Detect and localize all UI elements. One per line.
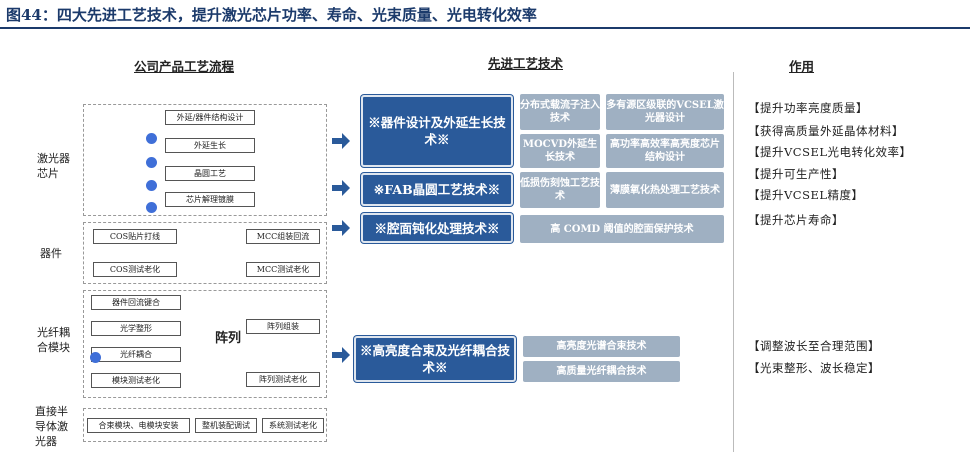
arrow-right-icon [332,220,350,236]
tech-label: ※腔面钝化处理技术※ [374,220,500,236]
tech-label: ※FAB晶圆工艺技术※ [373,182,501,197]
step-system-assembly: 整机装配调试 [195,418,257,433]
step-reflow-bond: 器件回流键合 [91,295,181,310]
sub-tech: 多有源区级联的VCSEL激光器设计 [606,94,724,130]
effect-item: 【提升可生产性】 [748,167,844,181]
category-module: 光纤耦合模块 [37,326,70,354]
sub-tech: 高质量光纤耦合技术 [523,361,680,382]
sub-tech: 高功率高效率高亮度芯片结构设计 [606,134,724,168]
step-fiber-coupling: 光纤耦合 [91,347,181,362]
sub-tech: 低损伤刻蚀工艺技术 [520,172,600,208]
tech-beam-combining: ※高亮度合束及光纤耦合技术※ [354,336,516,382]
step-system-test: 系统测试老化 [262,418,324,433]
flow-dot [146,157,157,168]
tech-label: ※高亮度合束及光纤耦合技术※ [359,343,510,375]
step-cleave-coat: 芯片解理镀膜 [165,192,255,207]
title-rule [0,27,970,29]
sub-tech: 高亮度光谱合束技术 [523,336,680,357]
flow-dot [146,133,157,144]
header-tech: 先进工艺技术 [488,56,564,71]
category-direct: 直接半导体激光器 [35,405,68,448]
flow-dot [90,352,101,363]
tech-facet-passivation: ※腔面钝化处理技术※ [361,213,513,243]
tech-device-epitaxy: ※器件设计及外延生长技术※ [361,95,513,167]
header-effect: 作用 [789,59,815,74]
sub-tech: 薄膜氧化热处理工艺技术 [606,172,724,208]
sub-tech: 高 COMD 阈值的腔面保护技术 [520,215,724,243]
effect-item: 【提升芯片寿命】 [748,213,844,227]
step-mcc-assembly: MCC组装回流 [246,229,320,244]
array-label: 阵列 [215,331,242,346]
arrow-right-icon [332,347,350,363]
step-array-test: 阵列测试老化 [246,372,320,387]
section-module [83,290,327,398]
step-cos-test: COS测试老化 [93,262,177,277]
step-mcc-test: MCC测试老化 [246,262,320,277]
section-chip [83,104,327,216]
step-wafer: 晶圆工艺 [165,166,255,181]
sub-tech: MOCVD外延生长技术 [520,134,600,168]
step-structure-design: 外延/器件结构设计 [165,110,255,125]
effect-item: 【提升VCSEL光电转化效率】 [748,145,912,159]
section-direct [83,408,327,442]
effect-item: 【获得高质量外延晶体材料】 [748,124,904,138]
sub-tech: 分布式载流子注入技术 [520,94,600,130]
step-module-test: 模块测试老化 [91,373,181,388]
category-chip: 激光器芯片 [37,152,70,180]
category-device: 器件 [40,247,62,260]
step-cos-bond: COS贴片打线 [93,229,177,244]
section-device [83,222,327,284]
flow-dot [146,180,157,191]
arrow-right-icon [332,133,350,149]
flow-dot [146,202,157,213]
effect-item: 【提升VCSEL精度】 [748,188,864,202]
column-divider [733,72,734,452]
effect-item: 【光束整形、波长稳定】 [748,361,880,375]
tech-fab-wafer: ※FAB晶圆工艺技术※ [361,173,513,206]
step-epitaxy: 外延生长 [165,138,255,153]
step-combine-install: 合束模块、电模块安装 [87,418,190,433]
step-optical-shaping: 光学整形 [91,321,181,336]
step-array-assembly: 阵列组装 [246,319,320,334]
tech-label: ※器件设计及外延生长技术※ [368,115,506,147]
effect-item: 【提升功率亮度质量】 [748,101,868,115]
figure-title: 图44：四大先进工艺技术，提升激光芯片功率、寿命、光束质量、光电转化效率 [6,6,537,24]
arrow-column [332,133,350,363]
effect-item: 【调整波长至合理范围】 [748,339,880,353]
arrow-right-icon [332,180,350,196]
header-process: 公司产品工艺流程 [134,59,235,74]
